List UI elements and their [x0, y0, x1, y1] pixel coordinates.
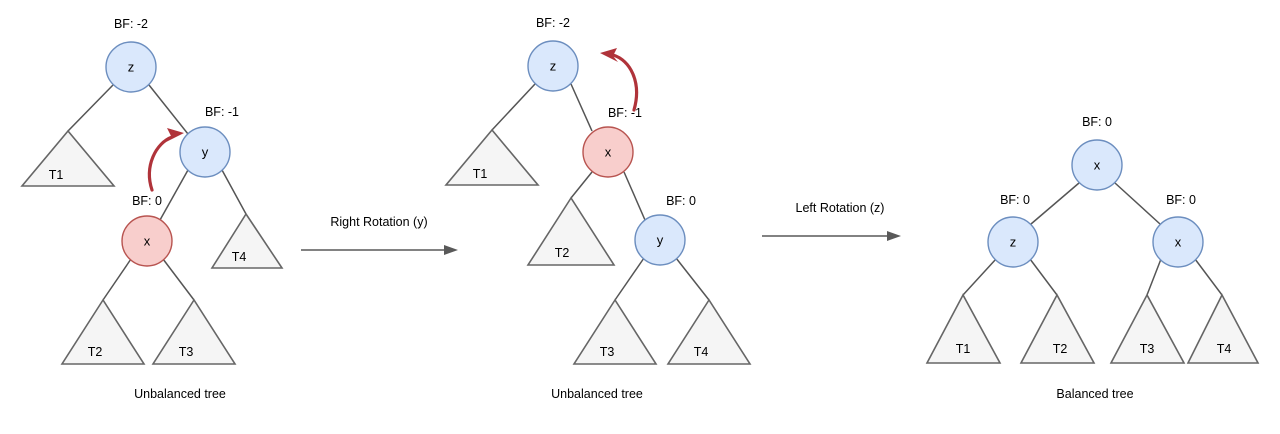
edge-mid-x-to-T2 — [570, 171, 593, 199]
edge-rt-x2-to-T3 — [1146, 258, 1162, 296]
subtree-label-mid-T2: T2 — [555, 246, 570, 260]
transition-label-left-rotation: Left Rotation (z) — [796, 201, 885, 215]
tree-node-x[interactable] — [121, 215, 173, 267]
subtree-label-rt-T2: T2 — [1053, 342, 1068, 356]
tree-node-label-rt-left-z: z — [1010, 234, 1017, 249]
panel-right-balanced-tree: T1 T2 T3 T4 BF: 0 x BF: 0 z BF: 0 x Bala… — [925, 115, 1260, 401]
edge-rt-z-to-T2 — [1029, 258, 1058, 296]
subtree-label-T4: T4 — [232, 250, 247, 264]
bf-label-z: BF: -2 — [114, 17, 148, 31]
bf-label-rt-right-x: BF: 0 — [1166, 193, 1196, 207]
subtree-triangle-T3 — [151, 298, 237, 365]
subtree-label-T3: T3 — [179, 345, 194, 359]
panel-left-caption: Unbalanced tree — [134, 387, 226, 401]
subtree-label-T1: T1 — [49, 168, 64, 182]
subtree-triangle-rt-T1 — [925, 293, 1002, 364]
rotation-arrow-to-z-icon — [611, 53, 639, 112]
tree-node-mid-x[interactable] — [582, 126, 634, 178]
subtree-triangle-mid-T3 — [572, 298, 658, 365]
edge-mid-y-to-T4 — [675, 257, 710, 301]
subtree-label-rt-T3: T3 — [1140, 342, 1155, 356]
rotation-arrow-to-z-head-icon — [600, 48, 618, 62]
bf-label-mid-y: BF: 0 — [666, 194, 696, 208]
transition-right-rotation: Right Rotation (y) — [301, 215, 458, 255]
subtree-triangle-T2 — [60, 298, 146, 365]
tree-node-label-rt-right-x: x — [1175, 234, 1182, 249]
subtree-triangle-mid-T4 — [666, 298, 752, 365]
subtree-label-T2: T2 — [88, 345, 103, 359]
rotation-arrow-to-y-head-icon — [166, 128, 184, 142]
tree-node-label-x: x — [144, 233, 151, 248]
tree-node-label-z: z — [128, 59, 135, 74]
tree-node-mid-z[interactable] — [527, 40, 579, 92]
transition-left-rotation: Left Rotation (z) — [762, 201, 901, 241]
edge-y-to-x — [159, 169, 189, 221]
bf-label-y: BF: -1 — [205, 105, 239, 119]
subtree-triangle-rt-T4 — [1186, 293, 1260, 364]
edge-mid-z-to-T1 — [491, 83, 536, 131]
tree-node-label-mid-x: x — [605, 144, 612, 159]
subtree-label-rt-T1: T1 — [956, 342, 971, 356]
bf-label-rt-left-z: BF: 0 — [1000, 193, 1030, 207]
transition-arrow-head-2-icon — [887, 231, 901, 241]
edge-mid-z-to-x — [570, 83, 593, 132]
subtree-triangle-mid-T1 — [444, 128, 540, 186]
subtree-triangle-rt-T3 — [1109, 293, 1186, 364]
transition-label-right-rotation: Right Rotation (y) — [330, 215, 427, 229]
tree-node-z[interactable] — [105, 41, 157, 93]
subtree-label-mid-T1: T1 — [473, 167, 488, 181]
tree-node-y[interactable] — [179, 126, 231, 178]
bf-label-mid-x: BF: -1 — [608, 106, 642, 120]
panel-middle-unbalanced-tree: T1 T2 T3 T4 BF: -2 z BF: -1 x BF: 0 y Un… — [444, 16, 752, 401]
bf-label-x: BF: 0 — [132, 194, 162, 208]
subtree-triangle-mid-T2 — [526, 196, 616, 266]
panel-left-unbalanced-tree: T1 T4 T2 T3 BF: -2 z BF: -1 y BF: 0 x Un… — [20, 17, 284, 401]
edge-z-to-T1 — [67, 84, 114, 132]
bf-label-rt-root-x: BF: 0 — [1082, 115, 1112, 129]
edge-x-to-T2 — [102, 258, 132, 301]
edge-mid-y-to-T3 — [614, 257, 645, 301]
tree-node-rt-right-x[interactable] — [1152, 216, 1204, 268]
tree-node-rt-left-z[interactable] — [987, 216, 1039, 268]
subtree-triangle-rt-T2 — [1019, 293, 1096, 364]
subtree-label-mid-T4: T4 — [694, 345, 709, 359]
rotation-arrow-to-y-icon — [147, 135, 174, 192]
edge-rt-z-to-T1 — [962, 258, 997, 296]
tree-node-rt-root-x[interactable] — [1071, 139, 1123, 191]
tree-node-label-y: y — [202, 144, 209, 159]
edge-rt-x2-to-T4 — [1194, 258, 1223, 296]
panel-middle-caption: Unbalanced tree — [551, 387, 643, 401]
panel-right-caption: Balanced tree — [1056, 387, 1133, 401]
tree-node-mid-y[interactable] — [634, 214, 686, 266]
edge-rt-x-to-z — [1030, 182, 1080, 225]
bf-label-mid-z: BF: -2 — [536, 16, 570, 30]
subtree-label-mid-T3: T3 — [600, 345, 615, 359]
edge-y-to-T4 — [221, 169, 247, 215]
tree-node-label-rt-root-x: x — [1094, 157, 1101, 172]
edge-mid-x-to-y — [623, 171, 646, 221]
subtree-triangle-T1 — [20, 129, 116, 187]
edge-rt-x-to-x2 — [1114, 182, 1161, 225]
edge-z-to-y — [148, 84, 189, 135]
transition-arrow-head-1-icon — [444, 245, 458, 255]
subtree-triangle-T4 — [210, 212, 284, 269]
edge-x-to-T3 — [162, 258, 195, 301]
subtree-label-rt-T4: T4 — [1217, 342, 1232, 356]
tree-node-label-mid-y: y — [657, 232, 664, 247]
tree-node-label-mid-z: z — [550, 58, 557, 73]
